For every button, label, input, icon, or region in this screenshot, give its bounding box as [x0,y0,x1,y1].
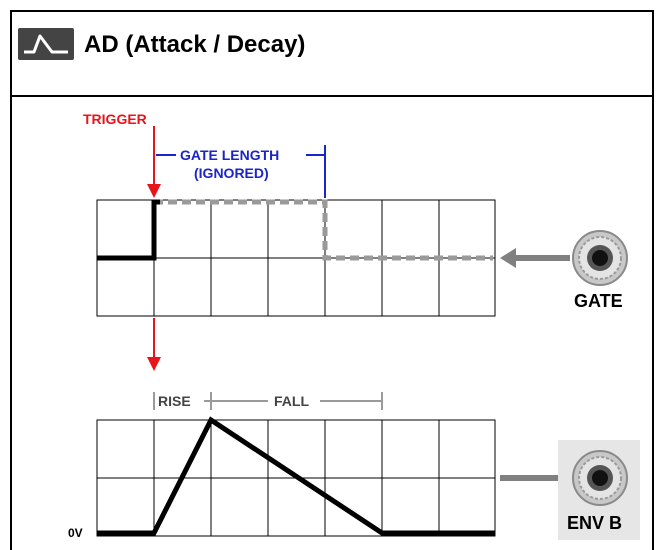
env-b-jack-icon [572,450,628,506]
gate-ignored-label: (IGNORED) [194,165,269,181]
gate-input-arrow [500,248,516,268]
trigger-arrow-top [147,184,161,198]
page-title: AD (Attack / Decay) [84,31,306,58]
gate-signal [97,199,160,261]
trigger-arrow-bottom [147,357,161,371]
zero-volt-label: 0V [68,526,83,540]
gate-ignored-dashed [154,199,493,261]
env-b-jack-label: ENV B [567,513,623,533]
gate-jack-label: GATE [574,291,623,311]
diagram-frame [10,10,654,550]
gate-jack-icon [572,230,628,286]
rise-label: RISE [158,393,191,409]
header [12,12,652,97]
envelope-signal [97,416,495,536]
gate-length-label: GATE LENGTH [180,147,280,163]
fall-label: FALL [274,393,309,409]
attack-decay-envelope-icon [18,28,74,60]
trigger-label: TRIGGER [83,111,147,127]
